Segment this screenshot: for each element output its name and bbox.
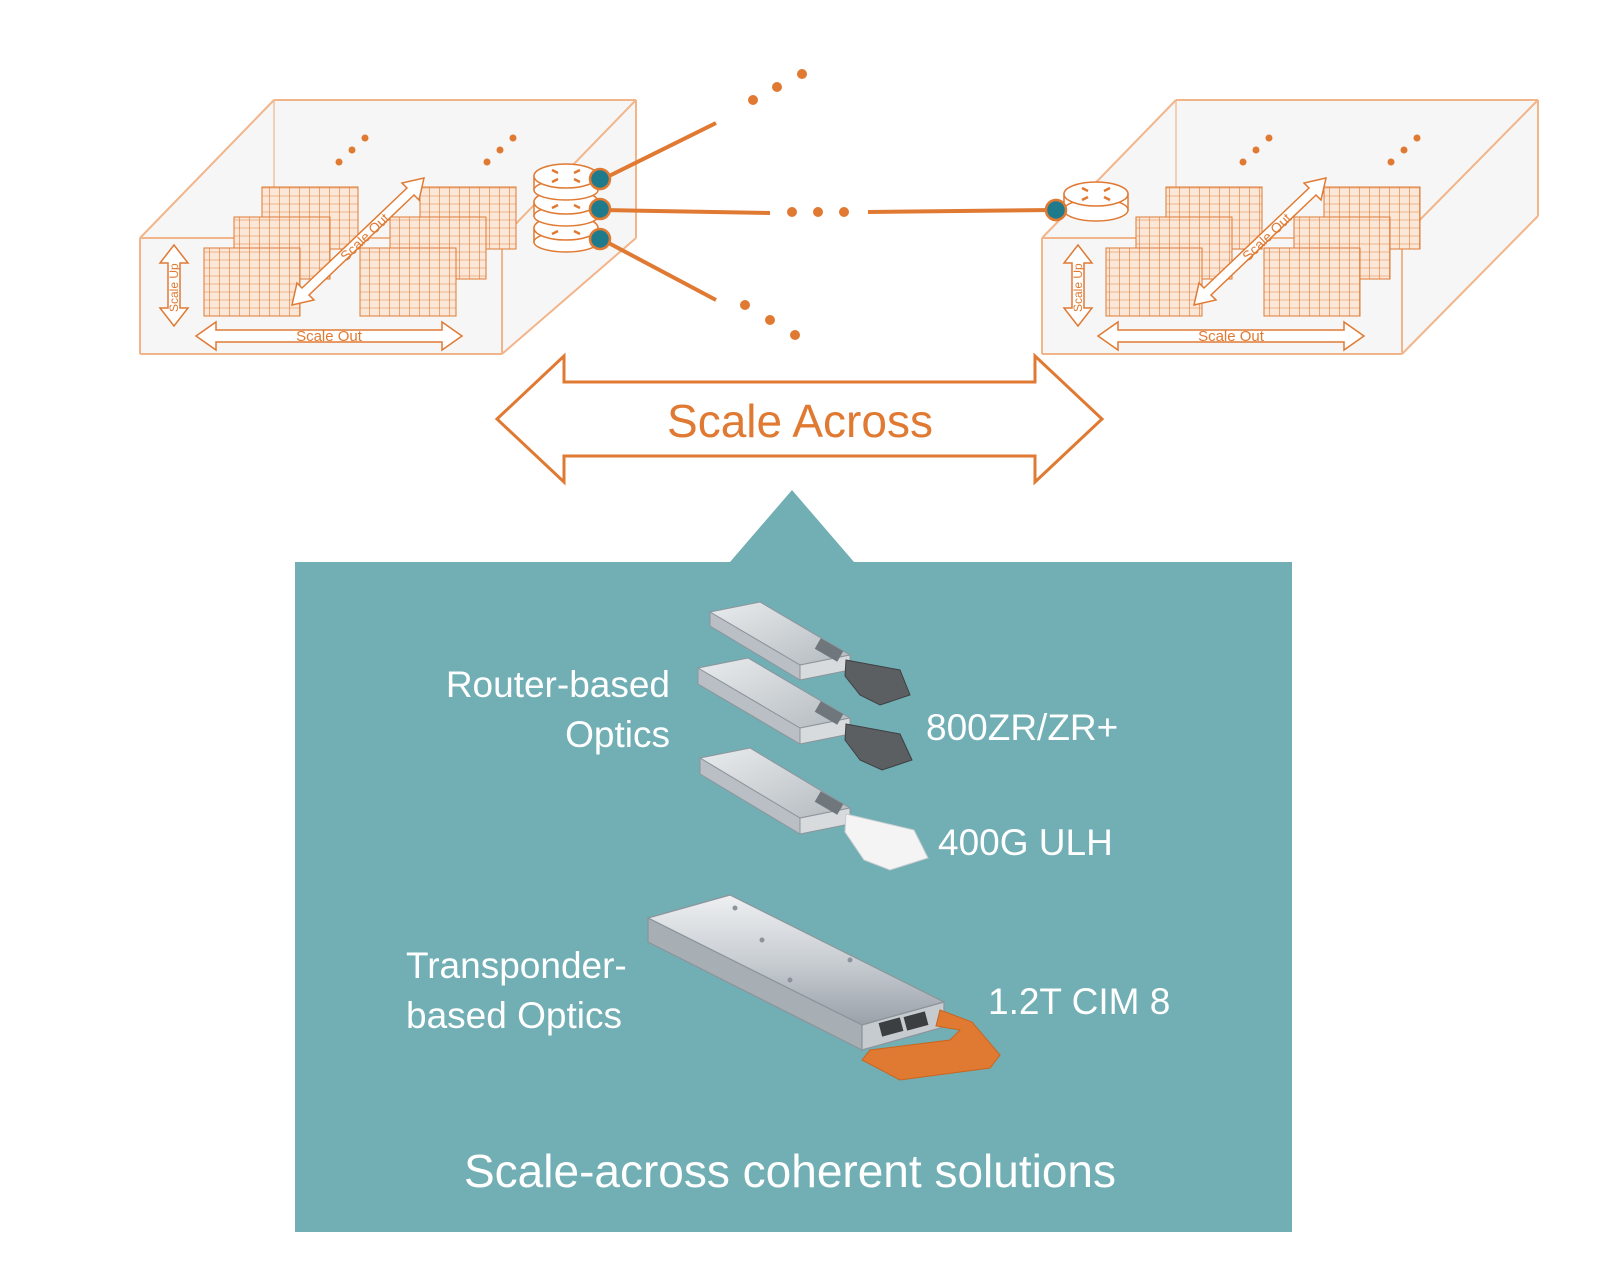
link-ellipsis-bottom bbox=[740, 300, 800, 340]
transponder-based-optics-label: Transponder- based Optics bbox=[406, 945, 627, 1036]
router-stack bbox=[533, 163, 599, 253]
scale-out-label: Scale Out bbox=[296, 328, 363, 345]
scale-out-arrow: Scale Out bbox=[194, 320, 464, 352]
scale-across-label: Scale Across bbox=[667, 395, 933, 447]
pluggable-optic-module bbox=[708, 601, 911, 706]
solutions-panel: Router-based Optics 800ZR/ZR+ bbox=[295, 490, 1292, 1232]
scale-up-arrow: Scale Up bbox=[1062, 243, 1094, 328]
link-ellipsis-top bbox=[748, 69, 807, 105]
router-based-optics-label: Router-based Optics bbox=[446, 664, 670, 755]
router-port bbox=[1044, 198, 1068, 222]
scale-up-arrow: Scale Up bbox=[158, 243, 190, 328]
router-icon bbox=[1063, 181, 1129, 222]
product-label-1-2t-cim8: 1.2T CIM 8 bbox=[988, 981, 1170, 1022]
server-rack-cluster bbox=[203, 186, 359, 317]
scale-up-label: Scale Up bbox=[1071, 263, 1085, 312]
scale-across-arrow: Scale Across bbox=[494, 352, 1105, 486]
link-ellipsis-middle bbox=[787, 207, 849, 217]
more-racks-ellipsis bbox=[1239, 134, 1273, 166]
network-links bbox=[602, 121, 1053, 302]
scale-out-label: Scale Out bbox=[1198, 328, 1265, 345]
server-rack-cluster bbox=[359, 186, 517, 317]
router-icon bbox=[533, 163, 599, 201]
transponder-group-label-line2: based Optics bbox=[406, 995, 622, 1036]
pluggable-optic-module bbox=[696, 657, 913, 771]
more-racks-ellipsis bbox=[1387, 134, 1421, 166]
panel-title: Scale-across coherent solutions bbox=[464, 1145, 1116, 1197]
server-rack-cluster bbox=[1263, 186, 1421, 317]
router-group-label-line1: Router-based bbox=[446, 664, 670, 705]
scale-up-label: Scale Up bbox=[167, 263, 181, 312]
transponder-group-label-line1: Transponder- bbox=[406, 945, 627, 986]
scale-out-arrow: Scale Out bbox=[1096, 320, 1366, 352]
router-icon bbox=[533, 189, 599, 227]
server-rack-cluster bbox=[1105, 186, 1263, 317]
pluggable-optic-module bbox=[698, 747, 929, 871]
product-label-800zr: 800ZR/ZR+ bbox=[926, 707, 1118, 748]
transponder-module bbox=[646, 894, 1001, 1081]
left-datacenter: Scale Up Scale Out Scale Out bbox=[139, 99, 637, 355]
router-group-label-line2: Optics bbox=[565, 714, 670, 755]
right-datacenter: Scale Up Scale Out Scale Out bbox=[1041, 99, 1539, 355]
more-racks-ellipsis bbox=[483, 134, 517, 166]
more-racks-ellipsis bbox=[335, 134, 369, 166]
product-label-400g-ulh: 400G ULH bbox=[938, 822, 1113, 863]
